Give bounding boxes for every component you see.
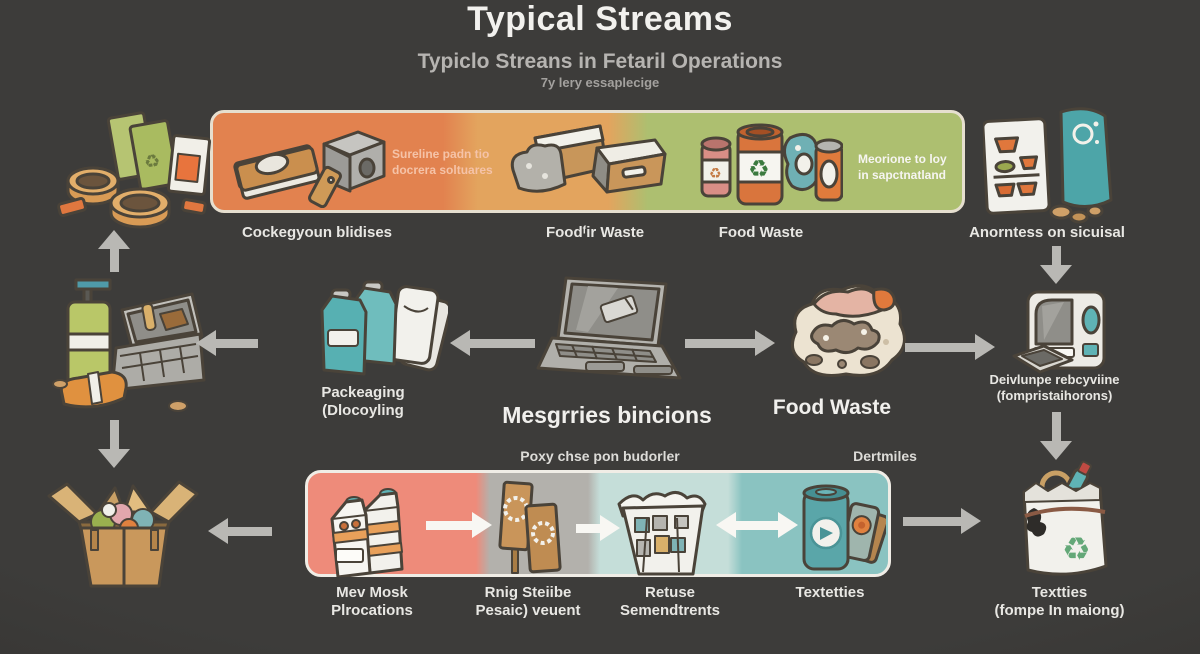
banner-caption-left: Sureline padn tio docrera soltuares bbox=[392, 147, 493, 177]
grocery-items-icon: ♻ bbox=[55, 103, 215, 229]
flow-arrow-right-1 bbox=[685, 330, 775, 356]
flow-arrow-down-left bbox=[98, 420, 130, 468]
bottom-label-4: Textetties bbox=[795, 584, 865, 601]
bottom-stream-banner bbox=[305, 470, 891, 577]
bottom-label-2: Rnig Steiibe Pesaic) veuent bbox=[475, 584, 581, 619]
textiles-label: Textties (fompe In maiong) bbox=[994, 584, 1125, 619]
open-box-icon bbox=[45, 470, 203, 598]
flow-arrow-up-left bbox=[98, 230, 130, 272]
svg-text:♻: ♻ bbox=[748, 156, 770, 183]
can-and-pouches-icon bbox=[796, 481, 886, 577]
flow-arrow-left-2 bbox=[450, 330, 535, 356]
bottom-label-1: Mev Mosk Plrocations bbox=[331, 584, 413, 619]
paper-bags-box-icon bbox=[505, 118, 670, 210]
top-label-cardboard: Cockegyoun blidises bbox=[241, 224, 393, 241]
bottom-label-3: Retuse Semendtrents bbox=[619, 584, 721, 619]
top-label-others: Anorntess on sicuisal bbox=[969, 224, 1125, 241]
top-label-food-waste-2: Food Waste bbox=[718, 224, 804, 241]
banner-caption-right: Meorione to loy in sapctnatland bbox=[858, 152, 947, 182]
svg-text:♻: ♻ bbox=[709, 165, 722, 181]
caption-dertmiles: Dertmiles bbox=[853, 448, 917, 464]
flow-arrow-down-right-2 bbox=[1040, 412, 1072, 460]
machine-label: Deivlunpe rebcyviine (fompristaihorons) bbox=[989, 372, 1120, 403]
strip-arrow-right-2 bbox=[576, 515, 620, 541]
svg-text:♻: ♻ bbox=[1062, 531, 1091, 567]
milk-cartons-icon bbox=[322, 481, 417, 577]
svg-text:♻: ♻ bbox=[142, 150, 161, 172]
caption-poxy: Poxy chse pon budorler bbox=[520, 448, 680, 464]
flow-arrow-left-box bbox=[208, 518, 272, 544]
recycling-machine-icon bbox=[1012, 288, 1112, 380]
pouch-and-trash-bag-icon bbox=[983, 106, 1123, 224]
waste-basket-icon bbox=[613, 478, 713, 578]
flow-arrow-right-bag bbox=[903, 508, 981, 534]
strip-arrow-double bbox=[716, 512, 798, 538]
strip-arrow-right-1 bbox=[426, 512, 492, 538]
cardboard-devices-icon bbox=[228, 116, 408, 208]
page-title: Typical Streams bbox=[467, 0, 733, 38]
cardboard-signs-icon bbox=[490, 479, 570, 577]
center-label: Mesgrries bincions bbox=[502, 402, 712, 428]
page-tagline: 7y lery essaplecige bbox=[540, 75, 660, 90]
page-subtitle: Typiclo Streans in Fetaril Operations bbox=[417, 50, 783, 73]
laptop-icon bbox=[528, 274, 688, 400]
top-label-food-waste-1: Foodᶠir Waste bbox=[545, 224, 645, 241]
flow-arrow-right-2 bbox=[905, 334, 995, 360]
packaging-cartons-icon bbox=[308, 272, 448, 380]
food-waste-label: Food Waste bbox=[772, 396, 892, 419]
sanitizer-case-bread-icon bbox=[52, 272, 207, 422]
textile-bag-icon: ♻ bbox=[1012, 458, 1112, 584]
flow-arrow-down-right-1 bbox=[1040, 246, 1072, 284]
packaging-label: Packeaging (Dlocoyling bbox=[321, 384, 405, 419]
food-waste-icon bbox=[778, 276, 923, 388]
flow-arrow-left-1 bbox=[196, 330, 258, 356]
recyclable-cans-icon: ♻ ♻ bbox=[698, 122, 843, 210]
